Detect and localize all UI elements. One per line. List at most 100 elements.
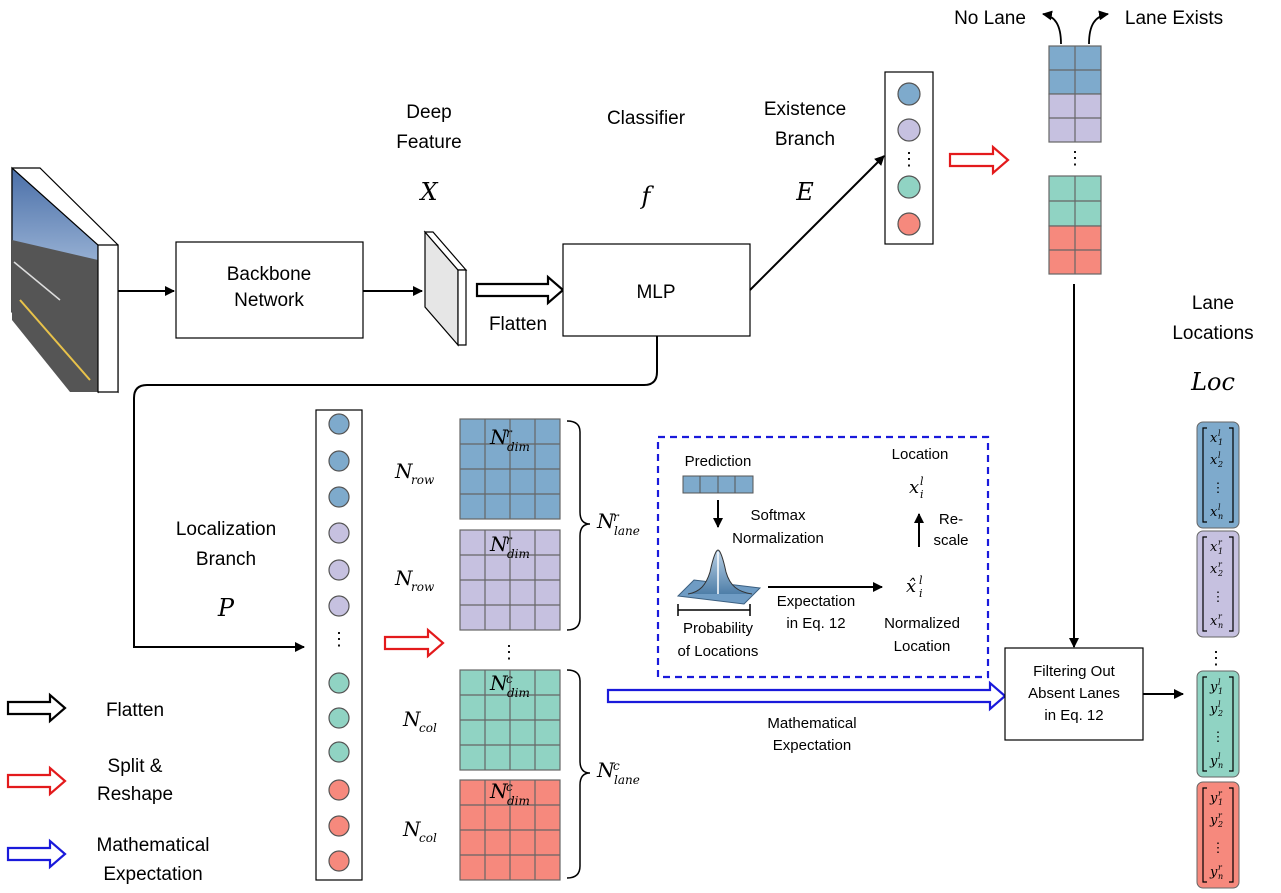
svg-text:y: y (1209, 813, 1218, 828)
svg-text:l: l (920, 475, 924, 488)
svg-text:row: row (411, 473, 435, 487)
legend-expectation-label-1: Mathematical (97, 835, 210, 856)
scale-label: scale (933, 532, 968, 549)
filter-box: Filtering Out Absent Lanes in Eq. 12 (1004, 647, 1144, 741)
classifier-label: Classifier (607, 108, 686, 129)
svg-text:2: 2 (1217, 569, 1223, 578)
grid-col-lane-2 (459, 779, 561, 881)
svg-text:y: y (1209, 702, 1218, 717)
svg-text:x: x (1210, 431, 1218, 446)
grid-col-lane-1 (459, 669, 561, 771)
mlp-to-existence-arrow (749, 155, 885, 291)
prediction-label: Prediction (685, 453, 752, 470)
svg-text:y: y (1209, 754, 1218, 769)
n-col-label-2: N col (402, 817, 437, 845)
existence-grid: ⋮ (1048, 45, 1102, 275)
mlp-to-localization-arrow (133, 336, 658, 652)
expectation-label: Expectation (777, 593, 855, 610)
grid-dots: ⋮ (500, 642, 518, 663)
svg-text:N: N (489, 425, 509, 449)
legend: Flatten Split & Reshape Mathematical Exp… (6, 692, 210, 885)
legend-flatten-label: Flatten (106, 700, 164, 721)
svg-text:l: l (1218, 678, 1221, 687)
svg-text:N: N (402, 707, 422, 731)
symbol-X: X (418, 178, 438, 206)
softmax-label: Softmax (750, 507, 806, 524)
svg-text:row: row (411, 580, 435, 594)
svg-text:x: x (1210, 562, 1218, 577)
lane-label: Lane (1192, 293, 1234, 314)
lane-exists-label: Lane Exists (1125, 8, 1223, 29)
svg-text:r: r (506, 426, 513, 440)
grid-dim-label-2: N r dim (489, 532, 530, 561)
split-arrow-top (948, 144, 1010, 176)
deep-label: Deep (406, 102, 451, 123)
svg-text:N: N (394, 459, 414, 483)
expectation-inset (656, 435, 990, 679)
svg-text:i: i (920, 488, 924, 501)
svg-text:2: 2 (1217, 460, 1223, 469)
brace-lane-c (566, 669, 591, 879)
svg-text:N: N (596, 758, 616, 782)
svg-text:r: r (1218, 863, 1223, 872)
svg-text:lane: lane (614, 773, 640, 787)
svg-text:r: r (1218, 538, 1223, 547)
svg-text:N: N (394, 566, 414, 590)
mathematical-expectation-arrow (606, 680, 1007, 712)
localization-label: Localization (176, 519, 276, 540)
svg-text:x: x (1210, 614, 1218, 629)
legend-expectation-label-2: Expectation (103, 864, 202, 885)
n-row-label-2: N row (394, 566, 435, 594)
svg-text:col: col (419, 831, 437, 845)
symbol-Loc: Loc (1190, 368, 1235, 396)
svg-text:col: col (419, 721, 437, 735)
flatten-arrow (475, 274, 565, 306)
legend-split-arrow (6, 765, 67, 797)
svg-text:l: l (1218, 451, 1221, 460)
reshaped-grids (459, 418, 561, 881)
prediction-bar (682, 475, 754, 494)
svg-text:2: 2 (1217, 820, 1223, 829)
svg-text:1: 1 (1218, 547, 1223, 556)
grid-dim-label-4: N c dim (489, 779, 530, 808)
location-symbol: x l i (909, 475, 924, 501)
mlp-label: MLP (636, 282, 675, 303)
svg-text:lane: lane (614, 524, 640, 538)
flatten-label: Flatten (489, 314, 547, 335)
localization-branch-label: Branch (196, 549, 256, 570)
no-lane-arrow (1042, 10, 1062, 45)
existence-vector: ⋮ (884, 71, 934, 245)
svg-text:c: c (506, 780, 513, 794)
svg-text:n: n (1218, 872, 1223, 881)
backbone-network-box: Backbone Network (175, 241, 364, 339)
svg-text:l: l (1218, 429, 1221, 438)
probability-surface (676, 549, 762, 605)
svg-text:x: x (909, 477, 919, 498)
svg-text:n: n (1218, 512, 1223, 521)
deep-feature-slab (423, 230, 468, 347)
mlp-box: MLP (562, 243, 751, 337)
svg-text:c: c (506, 672, 513, 686)
math-exp-label-2: Expectation (773, 737, 851, 754)
svg-text:⋮: ⋮ (1212, 730, 1225, 745)
svg-text:r: r (1218, 811, 1223, 820)
normalized-location-label: Location (894, 638, 951, 655)
brace-lane-r (566, 420, 591, 631)
n-col-label-1: N col (402, 707, 437, 735)
re-label: Re- (939, 511, 963, 528)
svg-text:x: x (1210, 540, 1218, 555)
svg-text:dim: dim (507, 794, 530, 808)
legend-flatten-arrow (6, 692, 67, 724)
svg-text:Filtering Out: Filtering Out (1033, 663, 1116, 680)
svg-text:l: l (1218, 700, 1221, 709)
svg-text:dim: dim (507, 440, 530, 454)
svg-text:n: n (1218, 621, 1223, 630)
backbone-label: Backbone (227, 264, 312, 285)
legend-split-label-1: Split & (108, 756, 163, 777)
normalized-location-symbol: x̂ l i (906, 574, 923, 600)
grid-row-lane-1 (459, 418, 561, 520)
svg-text:l: l (1218, 752, 1221, 761)
